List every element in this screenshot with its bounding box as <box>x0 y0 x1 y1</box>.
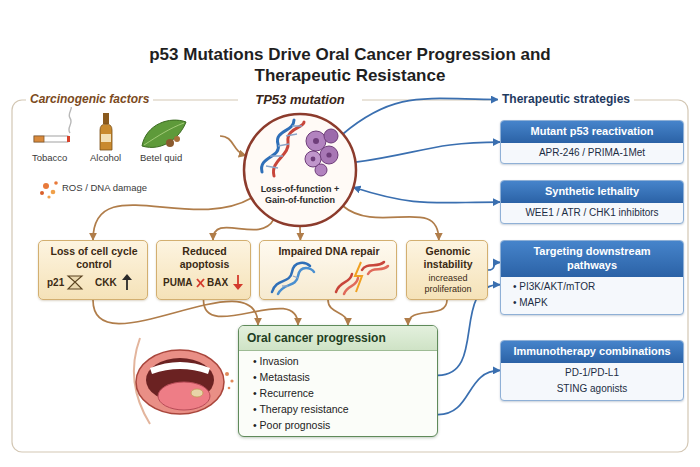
tobacco-icon <box>67 136 70 142</box>
bullet-item: • Metastasis <box>253 371 310 383</box>
bullet-item: • PI3K/AKT/mTOR <box>501 277 683 294</box>
strategy-box: Targeting downstream pathways• PI3K/AKT/… <box>500 240 684 315</box>
connector-arrow <box>93 300 258 325</box>
group-heading: Therapeutic strategies <box>498 92 634 107</box>
ros-particles <box>47 195 50 198</box>
outcome-box: Oral cancer progression • Invasion • Metas… <box>238 325 438 437</box>
mouth-illustration <box>228 387 231 390</box>
mouth-illustration <box>150 362 210 374</box>
group-heading: Carcinogenic factors <box>26 92 153 107</box>
mouth-illustration <box>230 379 233 382</box>
alcohol-icon <box>100 124 112 150</box>
connector-arrow <box>204 300 299 325</box>
ros-particles <box>51 190 56 195</box>
box-heading: Synthetic lethality <box>501 181 683 203</box>
connector-arrow <box>353 187 500 203</box>
box-body: increased proliferation <box>407 273 489 295</box>
alcohol-icon <box>100 113 112 150</box>
gene-label: BAX <box>207 277 228 288</box>
box-heading: Mutant p53 reactivation <box>501 121 683 143</box>
alcohol-icon <box>101 134 111 142</box>
ros-particles <box>43 183 49 189</box>
alcohol-icon <box>103 113 109 124</box>
mouth-illustration <box>225 372 229 376</box>
tobacco-icon <box>34 105 71 142</box>
bullet-item: • Invasion <box>253 355 299 367</box>
box-heading: Loss of cell cycle control <box>39 245 149 270</box>
box-heading: Immunotherapy combinations <box>501 341 683 363</box>
connector-arrow <box>438 370 500 414</box>
connector-arrow <box>93 198 252 240</box>
ros-particles <box>54 181 58 185</box>
mouth-illustration <box>158 382 210 410</box>
connector-arrow <box>328 300 348 325</box>
effect-box: Loss of cell cycle control p21 CKK <box>38 240 148 300</box>
icon-caption: Betel quid <box>140 152 182 163</box>
mouth-illustration <box>136 350 224 414</box>
ros-particles <box>40 181 58 198</box>
circle-outline <box>238 92 362 232</box>
bullet-item: • Therapy resistance <box>253 403 349 415</box>
betel-quid-icon <box>144 123 184 145</box>
tobacco-icon <box>69 105 72 133</box>
box-heading: Reduced apoptosis <box>157 245 252 270</box>
betel-quid-icon <box>142 120 186 147</box>
strategy-box: Immunotherapy combinationsPD-1/PD-L1STIN… <box>500 340 684 401</box>
gene-label: p21 <box>47 277 64 288</box>
connector-arrow <box>343 98 498 134</box>
connector-arrow <box>356 142 501 162</box>
icon-caption: Alcohol <box>90 152 121 163</box>
ros-particles <box>40 191 44 195</box>
betel-quid-icon <box>166 139 174 147</box>
bullet-item: • Poor prognosis <box>253 419 330 431</box>
tobacco-icon <box>34 136 68 142</box>
box-body: APR-246 / PRIMA-1Met <box>501 143 683 160</box>
bullet-item: • MAPK <box>501 293 683 310</box>
betel-quid-icon <box>142 120 186 147</box>
effect-box: Impaired DNA repair <box>259 240 397 300</box>
box-heading: Oral cancer progression <box>239 326 438 351</box>
tobacco-icon <box>34 136 44 142</box>
box-body: PD-1/PD-L1 <box>501 363 683 380</box>
strategy-group: Therapeutic strategiesMutant p53 reactiv… <box>492 92 692 422</box>
box-heading: Impaired DNA repair <box>260 245 398 258</box>
strategy-box: Synthetic lethalityWEE1 / ATR / CHK1 inh… <box>500 180 684 224</box>
connector-arrow <box>213 219 274 240</box>
bullet-item: • Recurrence <box>253 387 314 399</box>
diagram-title: p53 Mutations Drive Oral Cancer Progress… <box>110 44 590 87</box>
circle-outline <box>244 114 356 226</box>
strategy-box: Mutant p53 reactivationAPR-246 / PRIMA-1… <box>500 120 684 164</box>
box-body: WEE1 / ATR / CHK1 inhibitors <box>501 203 683 220</box>
box-heading: Targeting downstream pathways <box>501 241 683 277</box>
betel-quid-icon <box>174 136 180 142</box>
mouth-illustration <box>191 389 203 397</box>
box-heading: Genomic instability <box>407 245 489 270</box>
effect-box: Genomic instability increased proliferati… <box>406 240 488 300</box>
connector-arrow <box>299 226 301 240</box>
outer-frame <box>12 100 688 452</box>
connector-arrow <box>488 262 500 270</box>
icon-caption: Tobacco <box>32 152 67 163</box>
circle-text: Loss-of-function + Gain-of-function <box>252 184 348 206</box>
circle-heading: TP53 mutation <box>238 92 362 108</box>
box-body: STING agonists <box>501 379 683 396</box>
gene-label: CKK <box>95 277 117 288</box>
effect-box: Reduced apoptosisPUMA BAX <box>156 240 251 300</box>
gene-label: PUMA <box>163 277 192 288</box>
connector-arrow <box>343 206 439 240</box>
mutation-circle: TP53 mutationLoss-of-function + Gain-of-… <box>238 92 362 232</box>
icon-caption: ROS / DNA damage <box>62 182 147 193</box>
connector-arrow <box>408 300 447 325</box>
mouth-illustration <box>134 338 234 424</box>
connector-arrow <box>220 136 246 156</box>
